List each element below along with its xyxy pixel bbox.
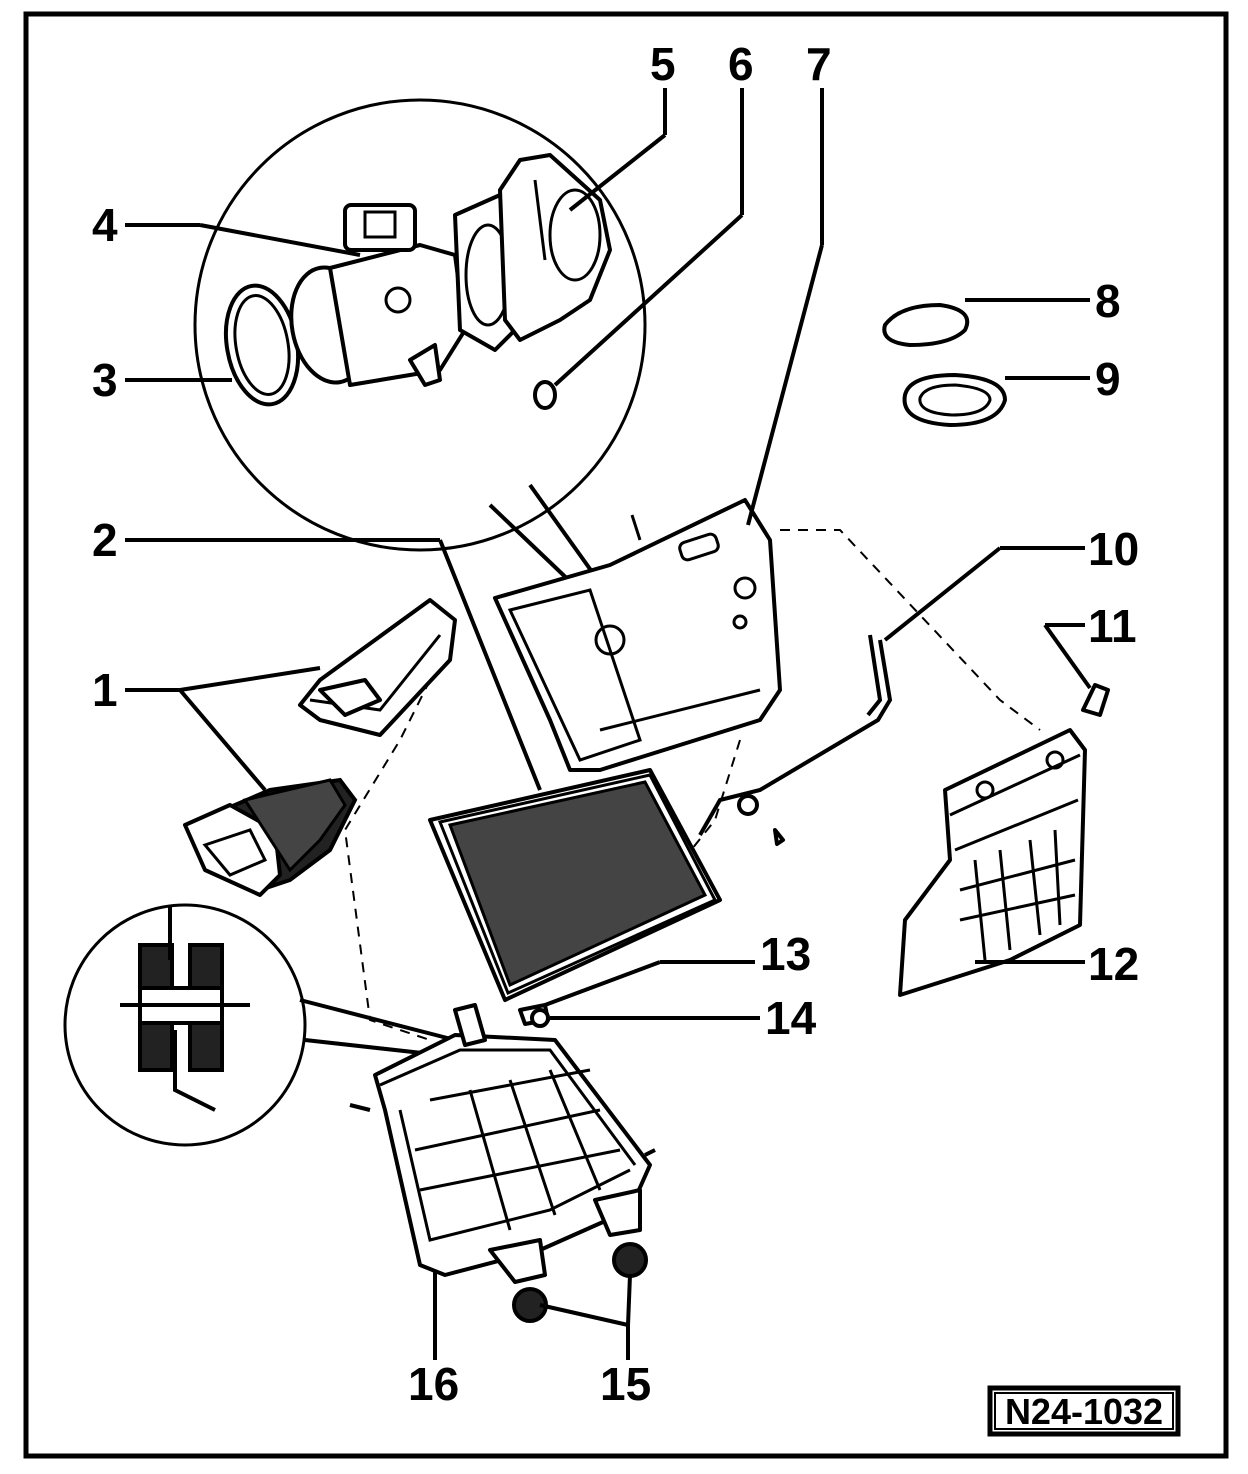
callout-7: 7: [806, 38, 832, 90]
part-washer-14: [530, 1008, 550, 1028]
callout-leaders: [125, 88, 1092, 1360]
callout-10: 10: [1088, 523, 1139, 575]
part-vent-pipe: [698, 634, 893, 846]
diagram-frame: [23, 11, 1229, 1459]
callout-4: 4: [92, 199, 118, 251]
callout-labels: 1 2 3 4 5 6 7 8 9 10 11 12 13 14 15 16: [92, 38, 1139, 1410]
callout-16: 16: [408, 1358, 459, 1410]
reference-code: N24-1032: [1005, 1391, 1163, 1432]
reference-code-badge: N24-1032: [987, 1385, 1181, 1437]
part-filter-housing-top: [493, 498, 782, 772]
assembly-line-right: [780, 529, 1041, 731]
part-seal-9: [902, 373, 1007, 427]
callout-3: 3: [92, 354, 118, 406]
part-intake-duct: [183, 598, 457, 897]
part-filter-element: [428, 768, 722, 1002]
callout-13: 13: [760, 928, 811, 980]
assembly-line-left: [343, 679, 431, 1041]
part-rubber-feet: [512, 1242, 648, 1323]
callout-6: 6: [728, 38, 754, 90]
part-cover-cap: [882, 303, 970, 347]
part-filter-housing-lower: [349, 1003, 656, 1284]
callout-14: 14: [765, 992, 817, 1044]
detail-magnifier-left: [63, 903, 456, 1147]
callout-2: 2: [92, 514, 118, 566]
part-air-mass-meter: [289, 203, 467, 387]
part-bolt-11: [1081, 683, 1110, 717]
callout-1: 1: [92, 664, 118, 716]
callout-5: 5: [650, 38, 676, 90]
part-screw-6: [533, 380, 557, 410]
part-bracket: [898, 728, 1087, 997]
callout-9: 9: [1095, 353, 1121, 405]
callout-15: 15: [600, 1358, 651, 1410]
callout-8: 8: [1095, 275, 1121, 327]
callout-11: 11: [1088, 600, 1137, 652]
callout-12: 12: [1088, 938, 1139, 990]
